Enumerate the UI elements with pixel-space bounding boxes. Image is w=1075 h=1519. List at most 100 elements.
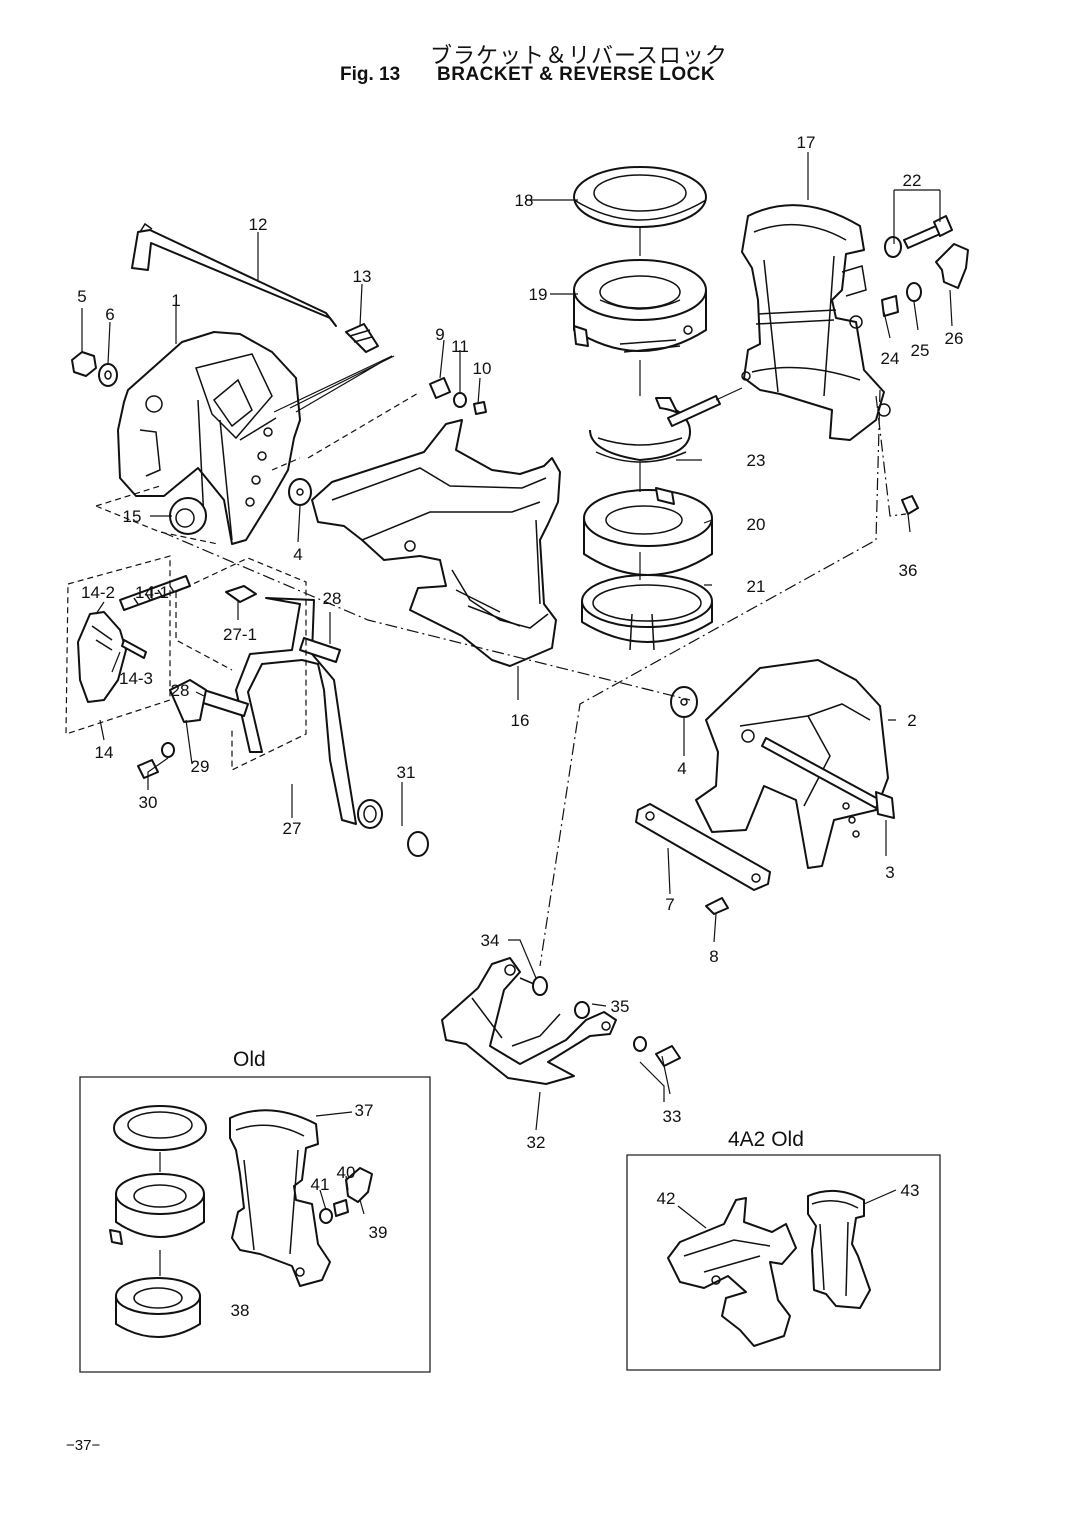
callout-26: 26 (945, 329, 964, 348)
callout-5: 5 (77, 287, 86, 306)
part-30-bolt-washer-drawing (137, 742, 175, 779)
callout-23: 23 (747, 451, 766, 470)
figure-number: Fig. 13 (340, 64, 401, 85)
part-18-ring-old-drawing (113, 1105, 207, 1151)
callout-43: 43 (901, 1181, 920, 1200)
callout-9: 9 (435, 325, 444, 344)
part-14-lever-drawing (77, 611, 127, 703)
part-8-screw-drawing (705, 897, 729, 915)
dashed-group-14 (65, 555, 171, 735)
callout-3: 3 (885, 863, 894, 882)
callout-8: 8 (709, 947, 718, 966)
callout-14-3: 14-3 (119, 669, 153, 688)
callout-18: 18 (515, 191, 534, 210)
callout-32: 32 (527, 1133, 546, 1152)
part-14-3-pin-drawing (121, 639, 147, 659)
part-35-spring-drawing (574, 1001, 590, 1019)
callout-25: 25 (911, 341, 930, 360)
part-6-washer-drawing (98, 363, 118, 387)
callout-42: 42 (657, 1189, 676, 1208)
callout-14-1: 14-1 (135, 583, 169, 602)
old-4a2-section-title: 4A2 Old (728, 1128, 804, 1151)
part-11-washer-drawing (453, 392, 467, 408)
part-4-washer-right-drawing (670, 686, 698, 718)
callout-31: 31 (397, 763, 416, 782)
part-33-bolt-washer-drawing (633, 1036, 681, 1067)
title-japanese: ブラケット＆リバースロック (430, 44, 728, 69)
part-3-bolt-drawing (761, 737, 895, 819)
leader-tilt-rod (273, 355, 395, 413)
callout-21: 21 (747, 577, 766, 596)
callout-19: 19 (529, 285, 548, 304)
part-20-bushing-drawing (583, 487, 713, 576)
callout-7: 7 (665, 895, 674, 914)
callout-14-2: 14-2 (81, 583, 115, 602)
old-section-title: Old (233, 1048, 266, 1071)
callout-11: 11 (451, 337, 469, 356)
leader-33-extra (661, 1055, 671, 1095)
part-28-pin-upper-drawing (299, 637, 341, 663)
callout-leader-lines (81, 152, 953, 1131)
dashed-guide-bolt (271, 391, 421, 471)
callout-38: 38 (231, 1301, 250, 1320)
callout-40: 40 (337, 1163, 356, 1182)
callout-24: 24 (881, 349, 900, 368)
part-12-tilt-rod-drawing (131, 222, 337, 327)
callout-14: 14 (95, 743, 114, 762)
part-5-nut-drawing (71, 351, 97, 377)
part-19-bushing-drawing (573, 259, 707, 353)
callout-4-right: 4 (677, 759, 686, 778)
axis-line-clamp (715, 387, 743, 401)
dashed-guide-bracket (95, 485, 219, 545)
part-27-1-sleeve-drawing (225, 585, 257, 603)
old-leader-lines (315, 1111, 365, 1215)
part-39-knob-drawing (345, 1167, 373, 1203)
part-16-swivel-bracket-drawing (311, 419, 561, 667)
callout-27: 27 (283, 819, 302, 838)
callout-13: 13 (353, 267, 372, 286)
callout-37: 37 (355, 1101, 374, 1120)
old-inset-frame (79, 1076, 431, 1373)
callout-34: 34 (481, 931, 500, 950)
part-37-steering-housing-drawing (229, 1109, 331, 1287)
callout-4-left: 4 (293, 545, 302, 564)
part-1-clamp-bracket-drawing (117, 331, 301, 545)
callout-15: 15 (123, 507, 142, 526)
part-23-band-clamp-drawing (589, 395, 721, 463)
part-29-plate-drawing (169, 679, 207, 723)
part-4-washer-left-drawing (288, 478, 312, 506)
callout-20: 20 (747, 515, 766, 534)
part-40-fitting-drawing (333, 1199, 349, 1217)
part-25-washer-drawing (906, 282, 922, 302)
chain-line-fitting (875, 395, 907, 517)
part-34-spring-drawing (519, 976, 548, 996)
callout-16: 16 (511, 711, 530, 730)
part-10-screw-drawing (473, 401, 487, 415)
dashed-group-27 (175, 557, 307, 771)
callout-27-1: 27-1 (223, 625, 257, 644)
part-22-bolt-washer-drawing (884, 215, 953, 258)
part-42-swivel-bracket-drawing (667, 1197, 797, 1347)
callout-35: 35 (611, 997, 630, 1016)
part-15-knob-drawing (169, 497, 207, 535)
part-17-steering-housing-drawing (741, 204, 891, 441)
callout-41: 41 (311, 1175, 330, 1194)
part-26-knob-drawing (935, 243, 969, 289)
callout-28-lower: 28 (171, 681, 190, 700)
part-2-clamp-bracket-drawing (695, 659, 889, 869)
callout-30: 30 (139, 793, 158, 812)
callout-12: 12 (249, 215, 268, 234)
part-7-plate-drawing (635, 803, 771, 891)
4a2-leader-lines (677, 1189, 897, 1229)
part-38-bushing-drawing (115, 1277, 201, 1338)
callout-1: 1 (171, 291, 180, 310)
part-31-spring-drawing (357, 799, 429, 857)
part-27-rod-drawing (235, 597, 357, 825)
callout-28-upper: 28 (323, 589, 342, 608)
chain-line-center (161, 531, 691, 701)
part-21-split-ring-drawing (581, 574, 713, 651)
callout-33: 33 (663, 1107, 682, 1126)
part-43-steering-housing-drawing (807, 1189, 871, 1309)
